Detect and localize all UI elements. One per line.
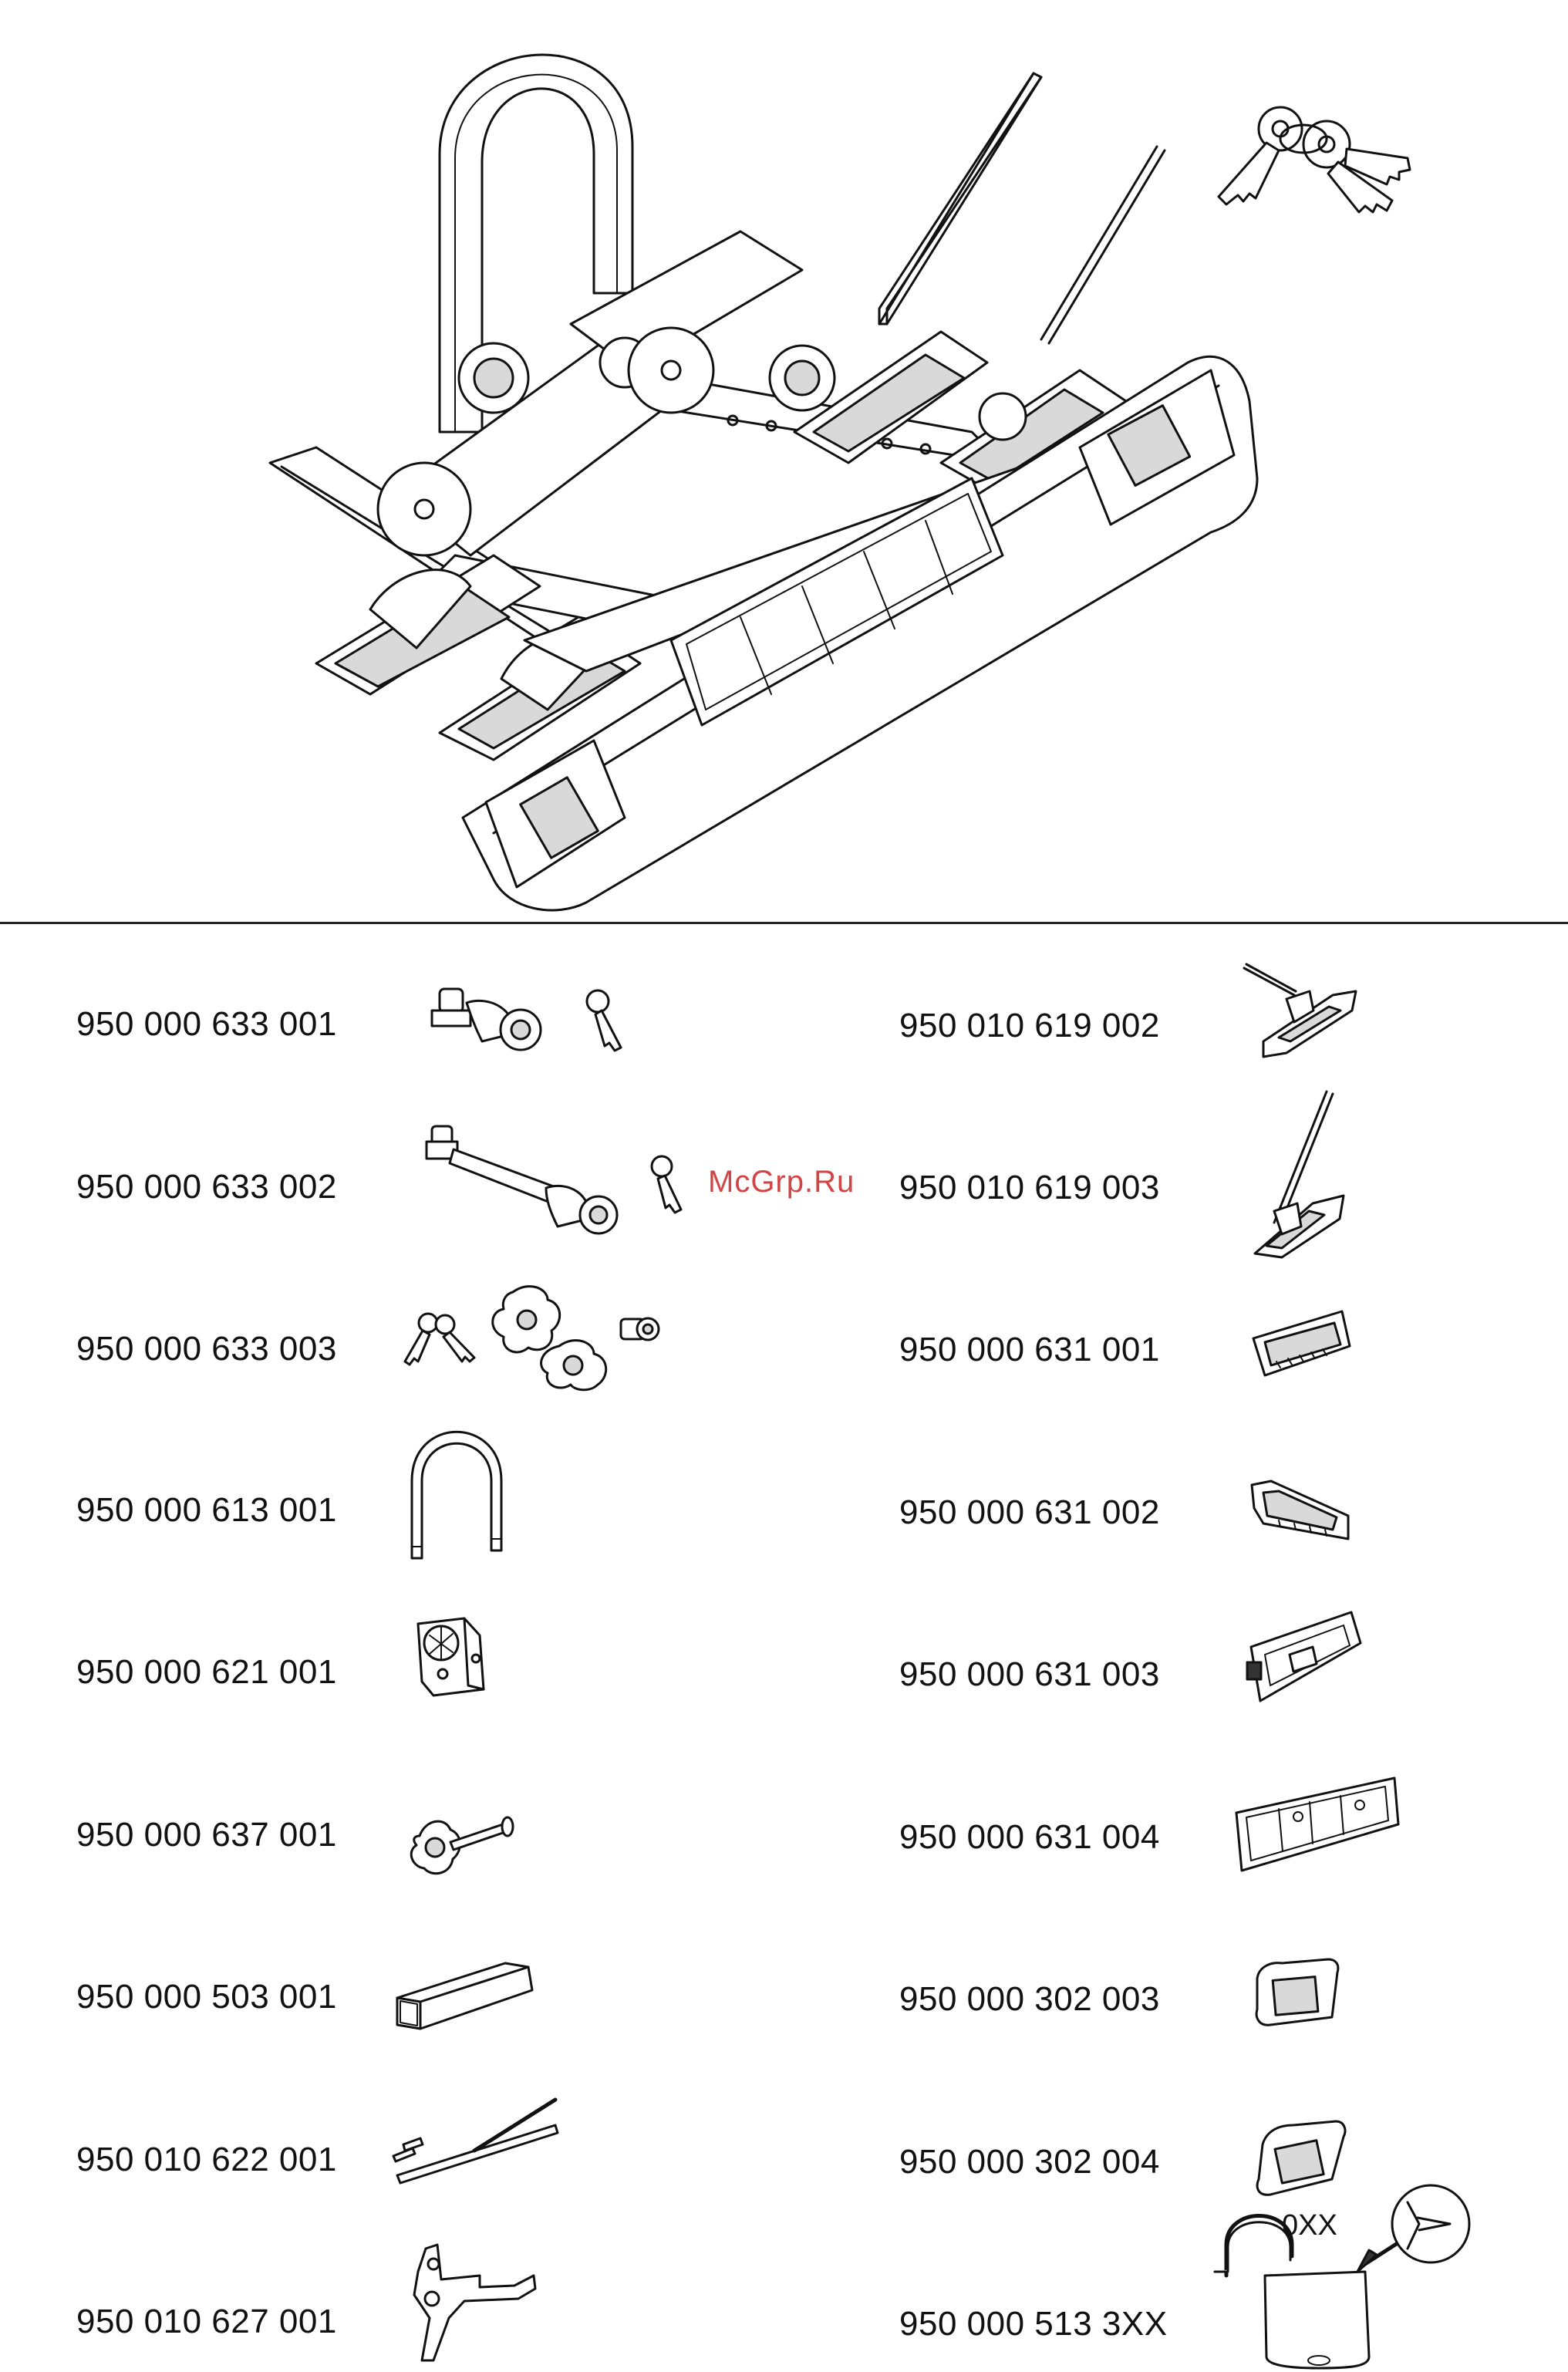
arch-bow-icon — [410, 1430, 503, 1560]
section-divider — [0, 922, 1568, 924]
wheel-holder-short-icon — [1243, 963, 1357, 1058]
padlock-code-label: 0XX — [1282, 2209, 1337, 2242]
keys-icon — [1217, 106, 1411, 214]
bike-carrier-assembly-illustration — [268, 53, 1259, 912]
knob-key-set-icon — [403, 1285, 660, 1392]
part-number: 950 000 302 003 — [899, 1980, 1160, 2018]
knob-screw-icon — [410, 1816, 514, 1875]
threaded-rod-icon — [392, 2097, 559, 2185]
part-number: 950 000 631 003 — [899, 1655, 1160, 1693]
licence-plate-holder-icon — [1235, 1776, 1400, 1872]
lock-knob-icon — [430, 987, 622, 1052]
tail-lamp-icon — [1255, 1958, 1340, 2026]
part-number: 950 000 631 002 — [899, 1493, 1160, 1531]
base-plate-clamp-icon — [1246, 1611, 1362, 1702]
bracket-icon — [413, 2243, 537, 2362]
clamp-housing-icon — [416, 1617, 485, 1697]
part-number: 950 000 633 002 — [76, 1168, 337, 1206]
part-number: 950 010 622 001 — [76, 2141, 337, 2178]
part-number: 950 000 633 003 — [76, 1330, 337, 1368]
watermark: McGrp.Ru — [708, 1165, 855, 1199]
padlock-icon — [1213, 2184, 1471, 2370]
part-number: 950 010 619 003 — [899, 1169, 1160, 1206]
wheel-cradle-icon — [1250, 1480, 1350, 1540]
part-number: 950 000 637 001 — [76, 1816, 337, 1854]
clamp-arm-icon — [425, 1125, 683, 1235]
part-number: 950 000 513 3XX — [899, 2305, 1168, 2343]
part-number: 950 000 631 004 — [899, 1818, 1160, 1856]
part-number: 950 010 619 002 — [899, 1007, 1160, 1044]
wheel-holder-long-icon — [1253, 1090, 1345, 1259]
part-number: 950 000 621 001 — [76, 1653, 337, 1691]
part-number: 950 000 302 004 — [899, 2143, 1160, 2181]
part-number: 950 000 503 001 — [76, 1978, 337, 2016]
square-tube-icon — [396, 1962, 534, 2030]
part-number: 950 000 631 001 — [899, 1331, 1160, 1368]
wheel-cradle-icon — [1252, 1310, 1351, 1377]
part-number: 950 010 627 001 — [76, 2303, 337, 2340]
part-number: 950 000 633 001 — [76, 1005, 337, 1043]
tail-lamp-icon — [1256, 2120, 1347, 2196]
part-number: 950 000 613 001 — [76, 1491, 337, 1529]
